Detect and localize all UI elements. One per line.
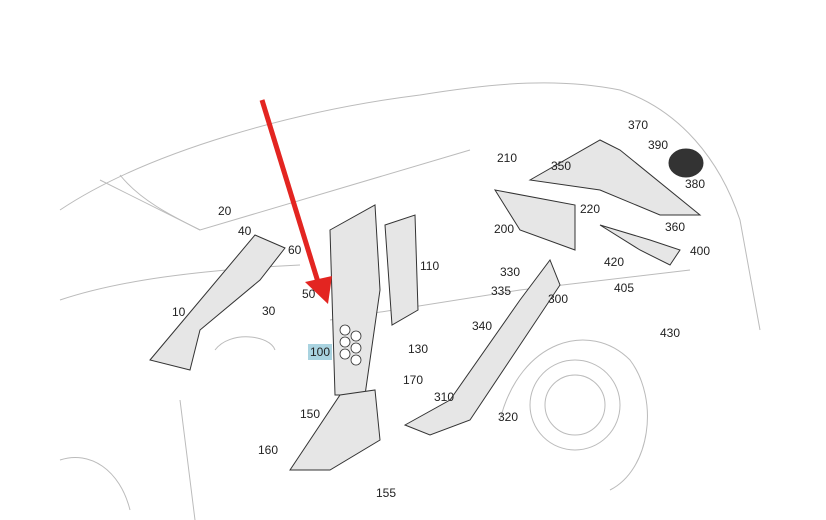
label-360[interactable]: 360	[665, 220, 686, 234]
hex-pattern	[339, 324, 362, 366]
label-155[interactable]: 155	[376, 486, 397, 500]
label-110[interactable]: 110	[420, 259, 440, 273]
c-pillar-300	[403, 258, 561, 436]
trim-parts	[149, 139, 704, 471]
label-310[interactable]: 310	[434, 390, 455, 404]
label-340[interactable]: 340	[472, 319, 493, 333]
trim-200	[493, 189, 576, 251]
label-370[interactable]: 370	[628, 118, 649, 132]
part-220-strip	[599, 224, 681, 266]
b-pillar-lower-150	[289, 389, 381, 471]
label-60[interactable]: 60	[288, 243, 302, 257]
label-220[interactable]: 220	[580, 202, 601, 216]
red-arrow	[259, 99, 332, 304]
label-420[interactable]: 420	[604, 255, 625, 269]
car-outline	[59, 82, 761, 520]
label-20[interactable]: 20	[218, 204, 232, 218]
label-300[interactable]: 300	[548, 292, 569, 306]
label-330[interactable]: 330	[500, 265, 521, 279]
label-335[interactable]: 335	[491, 284, 512, 298]
label-100-highlighted[interactable]: 100	[308, 344, 333, 360]
a-pillar-trim-10	[149, 234, 286, 371]
label-200[interactable]: 200	[494, 222, 515, 236]
label-130[interactable]: 130	[408, 342, 429, 356]
trim-110	[384, 214, 419, 326]
label-40[interactable]: 40	[238, 224, 252, 238]
label-350[interactable]: 350	[551, 159, 572, 173]
label-160[interactable]: 160	[258, 443, 279, 457]
label-430[interactable]: 430	[660, 326, 681, 340]
label-150[interactable]: 150	[300, 407, 321, 421]
label-50[interactable]: 50	[302, 287, 316, 301]
label-210[interactable]: 210	[497, 151, 518, 165]
label-400[interactable]: 400	[690, 244, 711, 258]
b-pillar-upper-100	[329, 204, 381, 396]
label-10[interactable]: 10	[172, 305, 186, 319]
label-170[interactable]: 170	[403, 373, 424, 387]
speaker-grille-380	[668, 148, 704, 178]
trim-350	[528, 139, 702, 216]
label-320[interactable]: 320	[498, 410, 519, 424]
label-390[interactable]: 390	[648, 138, 669, 152]
label-380[interactable]: 380	[685, 177, 706, 191]
label-405[interactable]: 405	[614, 281, 635, 295]
label-30[interactable]: 30	[262, 304, 276, 318]
